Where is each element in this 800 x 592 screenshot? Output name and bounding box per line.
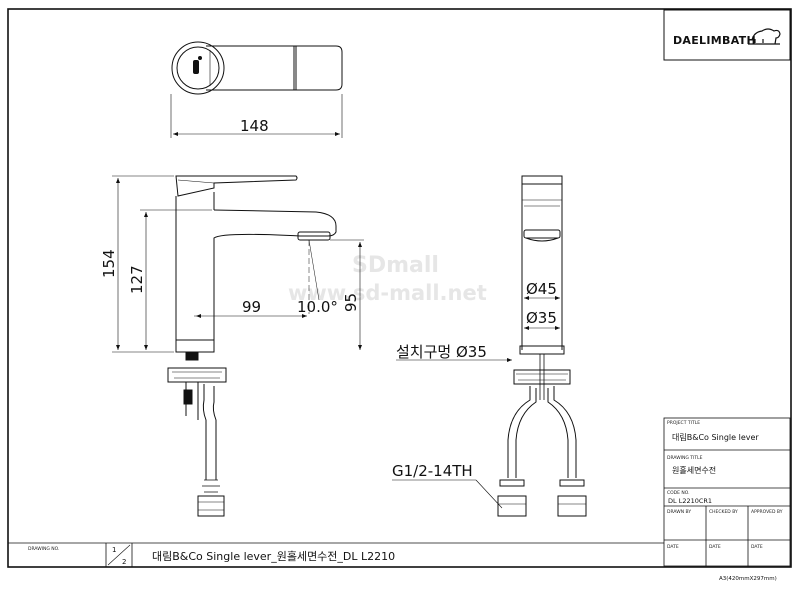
title-block [663,417,791,567]
front-view-dimensions [392,296,560,509]
project-title: 대림B&Co Single lever [672,432,759,442]
brand-logo: DAELIMBATH [673,34,756,47]
dim-label-127: 127 [128,265,146,294]
logo-mark-icon [193,56,202,74]
bear-logo-icon [748,28,781,45]
date-label-1: DATE [667,544,679,550]
dim-label-95: 95 [342,293,360,312]
drawing-title-label: DRAWING TITLE [667,455,703,461]
drawing-description: 대림B&Co Single lever_원홀세면수전_DL L2210 [152,550,395,563]
dim-label-angle: 10.0° [297,298,338,316]
logo-box: DAELIMBATH [663,9,791,61]
dim-148 [170,94,343,138]
date-label-2: DATE [709,544,721,550]
dim-label-body-diameter: Ø45 [526,280,557,298]
dim-label-154: 154 [100,249,118,278]
dim-label-148: 148 [240,117,269,135]
watermark-line2: www.sd-mall.net [288,281,487,305]
paper-size-note: A3(420mmX297mm) [719,576,777,582]
code-no-label: CODE NO. [667,490,690,496]
project-title-label: PROJECT TITLE [667,420,700,426]
drawing-no-label: DRAWING NO. [28,546,59,552]
drawn-by-label: DRAWN BY [667,509,691,515]
code-no: DL L2210CR1 [668,497,712,505]
sheet-total: 2 [122,558,126,566]
watermark-line1: SDmall [352,253,439,278]
approved-by-label: APPROVED BY [751,509,783,515]
dim-label-base-diameter: Ø35 [526,309,557,327]
checked-by-label: CHECKED BY [709,509,738,515]
side-view [167,175,337,517]
top-view [171,41,343,95]
date-label-3: DATE [751,544,763,550]
dim-label-install-hole: 설치구멍 Ø35 [396,343,487,361]
side-view-dimensions [112,175,364,353]
bottom-bar [8,542,664,567]
drawing-title: 원홀세면수전 [672,465,716,475]
dim-label-99: 99 [242,298,261,316]
drawing-frame [7,8,792,568]
sheet-number: 1 [112,546,116,554]
dim-label-hose-thread: G1/2-14TH [392,462,473,480]
front-view [497,175,587,517]
